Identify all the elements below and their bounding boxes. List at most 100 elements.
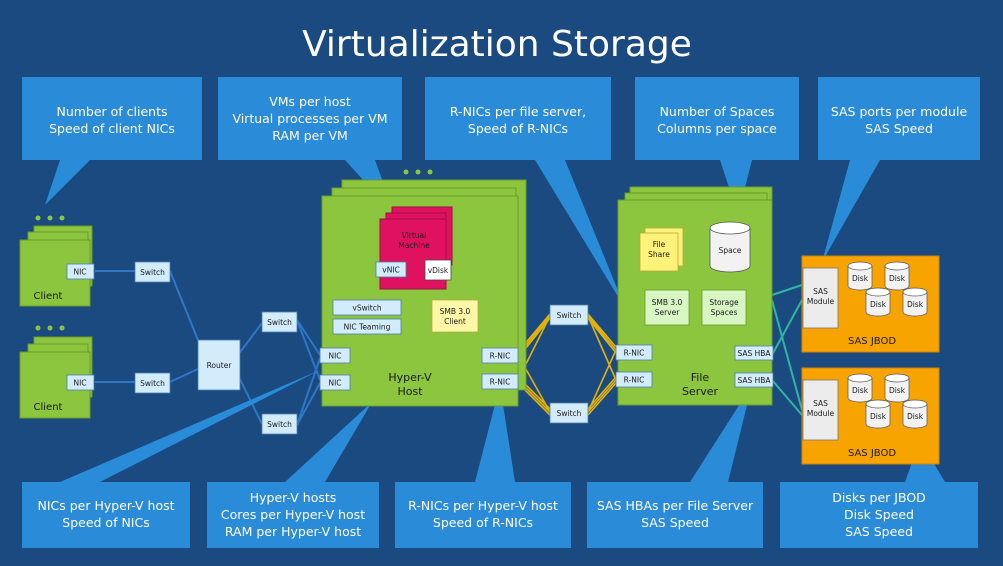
smb-server-label-2: Server [655, 308, 681, 317]
storage-spaces: Storage Spaces [701, 289, 747, 326]
client-top-nic [66, 263, 95, 280]
hyperv-host: Hyper-V Host Virtual Machine vNIC vDisk … [319, 169, 527, 407]
hyperv-nic-top: NIC [319, 347, 351, 364]
switch-client-top: Switch [134, 261, 171, 283]
file-server-label-2: Server [682, 385, 719, 398]
vm-label-1: Virtual [402, 231, 427, 240]
callout-vms: VMs per host Virtual processes per VM RA… [218, 77, 402, 215]
callout-disks-jbod: Disks per JBOD Disk Speed SAS Speed [780, 440, 978, 548]
callout-rnics-fs-line2: Speed of R-NICs [468, 121, 568, 136]
callout-sas-ports: SAS ports per module SAS Speed [818, 77, 980, 262]
callout-spaces-line2: Columns per space [657, 121, 777, 136]
switch-rdma-top-label: Switch [557, 311, 582, 320]
callout-rnics-hv-line2: Speed of R-NICs [433, 515, 533, 530]
callout-clients-line2: Speed of client NICs [49, 121, 175, 136]
callout-hosts-line2: Cores per Hyper-V host [221, 507, 365, 522]
client-top: NIC Client [19, 215, 95, 307]
space-cylinder: Space [709, 221, 751, 273]
vm-label-2: Machine [398, 241, 430, 250]
switch-client-top-label: Switch [140, 268, 165, 277]
file-server: File Server File Share Space SMB 3.0 Ser… [615, 186, 774, 406]
switch-rdma-bottom-label: Switch [557, 409, 582, 418]
disk: Disk [884, 373, 910, 403]
sas-module-top-label-1: SAS [813, 287, 828, 296]
sas-jbod-bottom: SAS Module Disk Disk Disk Disk SAS JBOD [801, 367, 940, 465]
switch-client-bottom: Switch [134, 372, 171, 394]
disk: Disk [884, 261, 910, 291]
disk: Disk [902, 399, 928, 429]
callout-vms-line2: Virtual processes per VM [232, 111, 387, 126]
callout-sas-ports-line2: SAS Speed [865, 121, 933, 136]
callout-rnics-hyperv: R-NICs per Hyper-V host Speed of R-NICs [395, 385, 571, 548]
page-title: Virtualization Storage [302, 24, 692, 65]
nic-teaming-label: NIC Teaming [344, 323, 391, 332]
hyperv-rnic-top: R-NIC [481, 347, 519, 364]
callout-clients-line1: Number of clients [56, 104, 167, 119]
callout-sas-ports-line1: SAS ports per module [831, 104, 968, 119]
smb-client-label-2: Client [444, 317, 466, 326]
client-bottom: NIC Client [19, 325, 95, 419]
switch-client-bottom-label: Switch [140, 379, 165, 388]
callout-hosts-line3: RAM per Hyper-V host [225, 524, 361, 539]
svg-text:Disk: Disk [870, 300, 887, 309]
sas-module-bottom-label-2: Module [807, 409, 835, 418]
sas-module-top-label-2: Module [807, 297, 835, 306]
hyperv-rnic-bottom: R-NIC [481, 373, 519, 390]
svg-text:Disk: Disk [852, 274, 869, 283]
sas-module-bottom-label-1: SAS [813, 399, 828, 408]
callout-rnics-hv-line1: R-NICs per Hyper-V host [408, 498, 558, 513]
nic-teaming: NIC Teaming [332, 318, 402, 335]
switch-hyperv-bottom: Switch [261, 413, 298, 435]
switch-rdma-bottom: Switch [549, 402, 589, 424]
switch-rdma-top: Switch [549, 304, 589, 326]
vswitch-label: vSwitch [352, 304, 381, 313]
svg-text:Disk: Disk [852, 386, 869, 395]
smb-client: SMB 3.0 Client [431, 299, 479, 333]
svg-text:Disk: Disk [889, 386, 906, 395]
client-bottom-nic [66, 374, 95, 391]
callout-hosts-line1: Hyper-V hosts [250, 490, 337, 505]
disk: Disk [902, 287, 928, 317]
client-bottom-nic-label: NIC [73, 379, 86, 388]
vswitch: vSwitch [332, 299, 402, 316]
switch-hyperv-top: Switch [261, 311, 298, 333]
svg-text:Disk: Disk [889, 274, 906, 283]
sas-jbod-top: SAS Module Disk Disk Disk Disk SAS JBOD [801, 255, 940, 353]
hyperv-host-label-1: Hyper-V [388, 371, 432, 384]
disk: Disk [865, 287, 891, 317]
hyperv-nic-bottom: NIC [319, 374, 351, 391]
switch-hyperv-bottom-label: Switch [267, 420, 292, 429]
disk: Disk [865, 399, 891, 429]
callout-spaces: Number of Spaces Columns per space [635, 77, 799, 215]
callout-hbas-line2: SAS Speed [641, 515, 709, 530]
virtual-machine: Virtual Machine [379, 206, 453, 290]
callout-rnics-fs-line1: R-NICs per file server, [450, 104, 586, 119]
callout-nics-hyperv: NICs per Hyper-V host Speed of NICs [22, 370, 320, 548]
hyperv-host-label-2: Host [397, 385, 423, 398]
vdisk-label: vDisk [428, 266, 449, 275]
client-top-label: Client [34, 291, 63, 302]
callout-disks-line3: SAS Speed [845, 524, 913, 539]
disk: Disk [847, 373, 873, 403]
storage-spaces-label-2: Spaces [711, 308, 738, 317]
callout-hbas-line1: SAS HBAs per File Server [597, 498, 754, 513]
disk: Disk [847, 261, 873, 291]
fs-rnic-bottom-label: R-NIC [624, 376, 645, 385]
sas-hba-bottom: SAS HBA [734, 372, 774, 388]
vnic: vNIC [375, 261, 407, 278]
svg-text:Disk: Disk [907, 412, 924, 421]
callout-rnics-fileserver: R-NICs per file server, Speed of R-NICs [425, 77, 625, 308]
sas-hba-top-label: SAS HBA [737, 349, 771, 358]
sas-jbod-bottom-label: SAS JBOD [848, 448, 896, 459]
storage-spaces-label-1: Storage [709, 298, 739, 307]
callout-disks-line1: Disks per JBOD [832, 490, 926, 505]
callout-vms-line1: VMs per host [269, 94, 351, 109]
callout-nics-line1: NICs per Hyper-V host [37, 498, 174, 513]
callout-sas-hbas: SAS HBAs per File Server SAS Speed [587, 385, 763, 548]
callout-hyperv-hosts: Hyper-V hosts Cores per Hyper-V host RAM… [207, 402, 379, 548]
callout-clients: Number of clients Speed of client NICs [22, 77, 202, 205]
callout-disks-line2: Disk Speed [844, 507, 914, 522]
hyperv-nic-top-label: NIC [328, 352, 341, 361]
hyperv-rnic-bottom-label: R-NIC [490, 378, 511, 387]
